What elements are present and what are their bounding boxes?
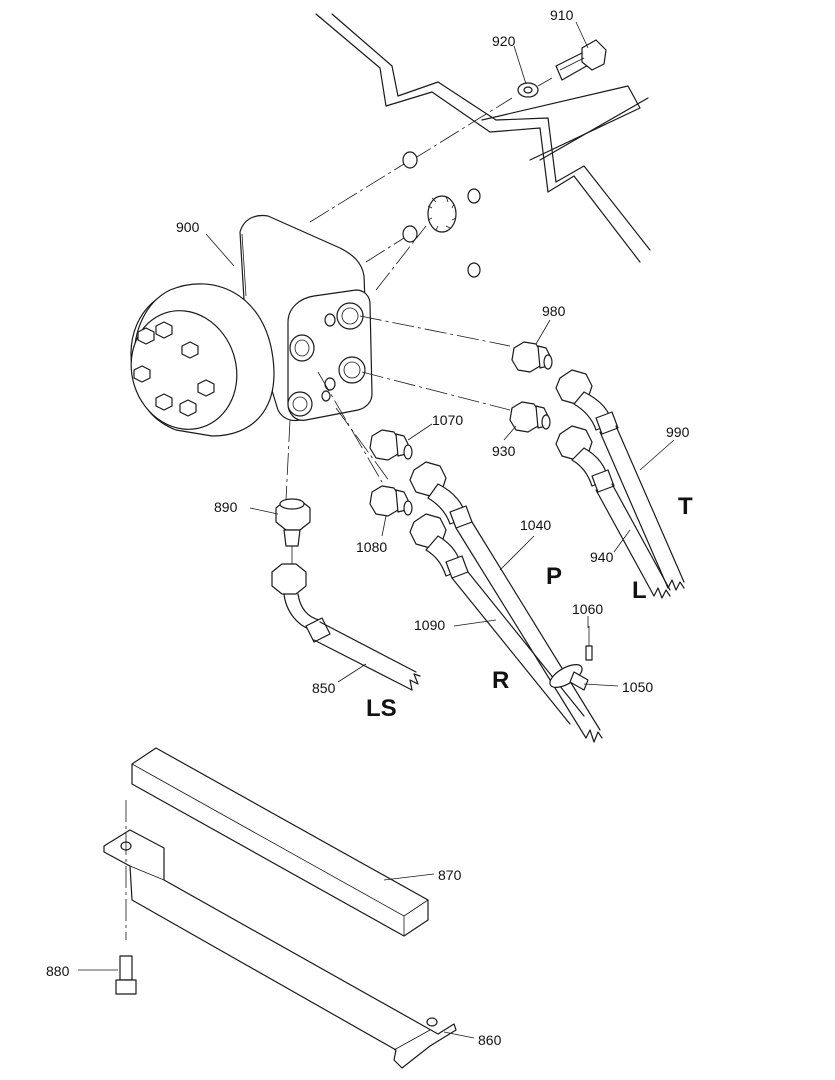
label-1050: 1050 xyxy=(622,679,653,695)
label-980: 980 xyxy=(542,303,566,319)
screw-1060 xyxy=(585,626,593,661)
label-860: 860 xyxy=(478,1032,502,1048)
hose-1040-p xyxy=(409,461,603,743)
label-910: 910 xyxy=(550,7,574,23)
label-1070: 1070 xyxy=(432,412,463,428)
label-880: 880 xyxy=(46,963,70,979)
label-1060: 1060 xyxy=(572,601,603,617)
label-1040: 1040 xyxy=(520,517,551,533)
hose-850-ls xyxy=(271,563,421,691)
steering-unit-900 xyxy=(130,214,373,437)
bracket-860 xyxy=(103,829,457,1069)
label-900: 900 xyxy=(176,219,200,235)
port-label-l: L xyxy=(632,577,647,604)
label-930: 930 xyxy=(492,443,516,459)
washer-920 xyxy=(517,82,539,98)
label-1090: 1090 xyxy=(414,617,445,633)
spline-shaft xyxy=(402,151,481,278)
port-label-r: R xyxy=(492,667,509,694)
bar-870 xyxy=(131,747,429,937)
label-870: 870 xyxy=(438,867,462,883)
fitting-1080 xyxy=(369,485,413,517)
fitting-890 xyxy=(275,498,311,547)
ports xyxy=(287,302,366,417)
label-990: 990 xyxy=(666,424,690,440)
fitting-980 xyxy=(511,341,553,373)
port-label-t: T xyxy=(678,493,693,520)
label-920: 920 xyxy=(492,33,516,49)
hose-clamp-1050 xyxy=(549,664,589,691)
label-850: 850 xyxy=(312,680,336,696)
hose-940-l xyxy=(555,425,671,599)
hose-1090-r xyxy=(409,513,585,725)
label-940: 940 xyxy=(590,549,614,565)
bolt-880 xyxy=(115,955,137,995)
fitting-1070 xyxy=(369,429,413,461)
fitting-930 xyxy=(509,401,551,433)
flange-bolts xyxy=(133,321,215,417)
label-890: 890 xyxy=(214,499,238,515)
port-label-p: P xyxy=(546,563,562,590)
mounting-frame xyxy=(315,13,651,263)
part-number-labels: 910 920 900 980 990 930 1070 940 890 104… xyxy=(46,7,690,1048)
port-labels: T L P R LS xyxy=(366,493,693,722)
leader-lines xyxy=(78,21,675,1039)
hose-990-t xyxy=(555,369,685,591)
port-label-ls: LS xyxy=(366,695,397,722)
label-1080: 1080 xyxy=(356,539,387,555)
bolt-910 xyxy=(555,39,607,81)
